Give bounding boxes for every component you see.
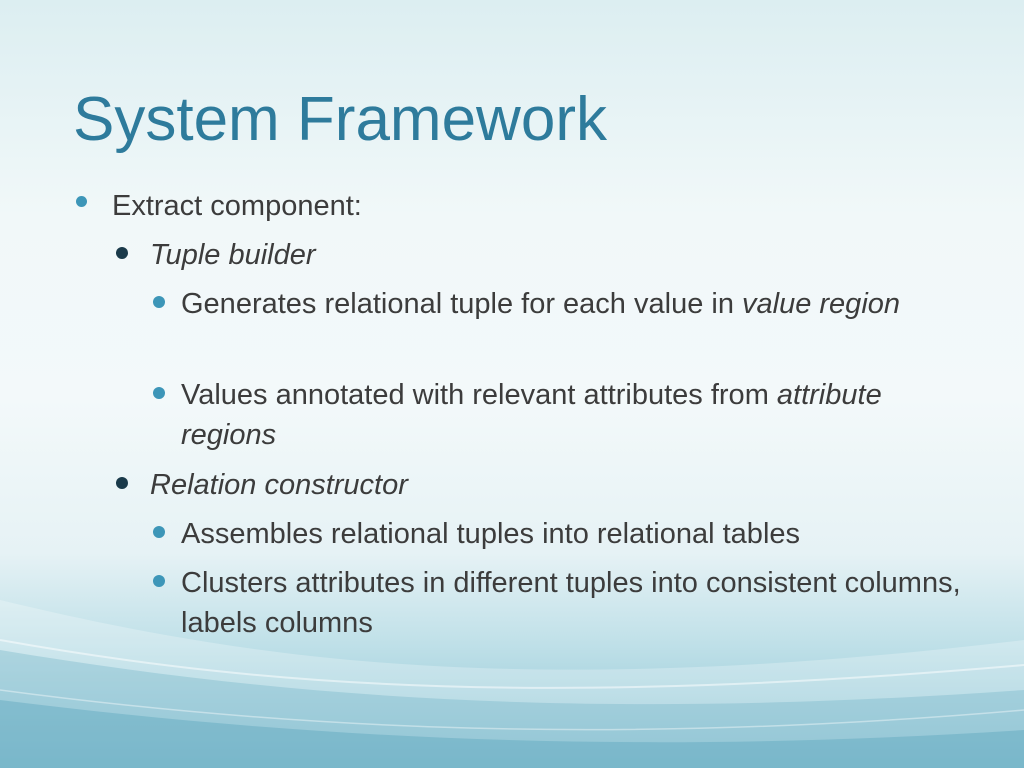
item-text: Assembles relational tuples into relatio… bbox=[181, 518, 801, 550]
list-item: Clusters attributes in different tuples … bbox=[181, 563, 961, 643]
bullet-icon bbox=[153, 296, 165, 308]
item-text: Relation constructor bbox=[150, 469, 408, 501]
list-item: Extract component: bbox=[112, 186, 972, 226]
item-text: Clusters attributes in different tuples … bbox=[181, 567, 961, 639]
list-item: Values annotated with relevant attribute… bbox=[181, 375, 961, 455]
item-text: Values annotated with relevant attribute… bbox=[181, 379, 777, 411]
list-item: Tuple builder bbox=[150, 235, 970, 275]
bullet-icon bbox=[116, 247, 128, 259]
bullet-icon bbox=[76, 196, 87, 207]
list-item: Assembles relational tuples into relatio… bbox=[181, 514, 961, 554]
item-text-italic: attribute regions bbox=[181, 379, 882, 451]
wave-band-3 bbox=[0, 700, 1024, 768]
list-item: Relation constructor bbox=[150, 465, 970, 505]
item-text: Extract component: bbox=[112, 190, 362, 222]
wave-line-1 bbox=[0, 639, 1024, 689]
item-text-italic: value region bbox=[742, 288, 901, 320]
bullet-icon bbox=[116, 477, 128, 489]
wave-line-2 bbox=[0, 689, 1024, 731]
bullet-icon bbox=[153, 526, 165, 538]
bullet-icon bbox=[153, 575, 165, 587]
item-text: Tuple builder bbox=[150, 239, 316, 271]
wave-band-1 bbox=[0, 600, 1024, 768]
list-item: Generates relational tuple for each valu… bbox=[181, 284, 961, 324]
wave-band-2 bbox=[0, 650, 1024, 768]
slide-title: System Framework bbox=[73, 85, 607, 154]
bullet-icon bbox=[153, 387, 165, 399]
item-text: Generates relational tuple for each valu… bbox=[181, 288, 743, 320]
